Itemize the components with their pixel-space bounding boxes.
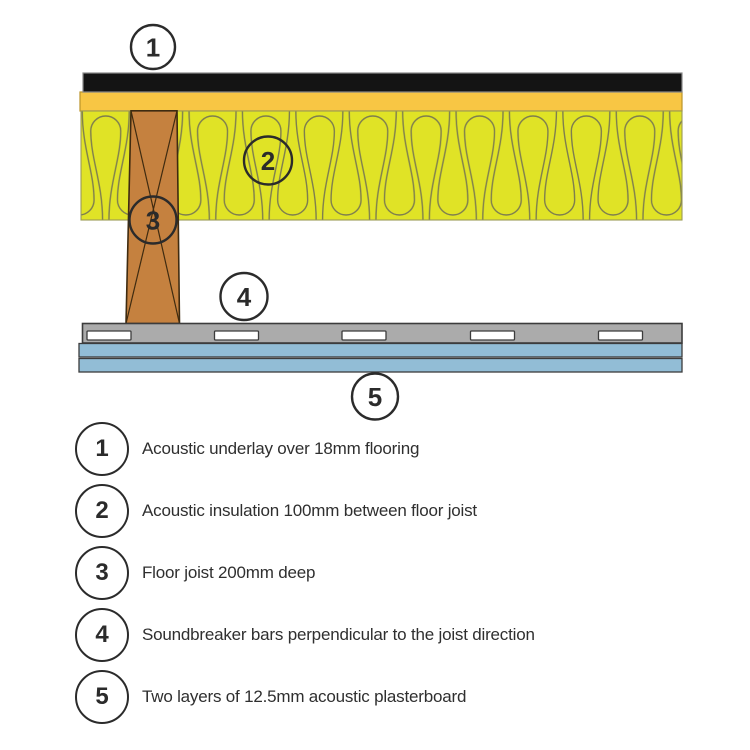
legend-label-4: Soundbreaker bars perpendicular to the j… — [142, 625, 535, 644]
legend-circle-3: 3 — [75, 546, 129, 600]
callout-3-marker — [128, 195, 178, 245]
legend-circle-1: 1 — [75, 422, 129, 476]
plasterboard-layer-1 — [78, 342, 683, 358]
legend-label-2: Acoustic insulation 100mm between floor … — [142, 501, 477, 520]
slot-5 — [597, 330, 644, 341]
diagram-svg: 1 2 3 4 5 — [78, 23, 683, 421]
legend-circle-4: 4 — [75, 608, 129, 662]
legend-row-4: 4 Soundbreaker bars perpendicular to the… — [75, 608, 535, 662]
slot-1 — [86, 330, 132, 341]
legend-circle-5: 5 — [75, 670, 129, 724]
legend-label-3: Floor joist 200mm deep — [142, 563, 316, 582]
legend-label-5: Two layers of 12.5mm acoustic plasterboa… — [142, 687, 467, 706]
callout-1-marker — [129, 23, 177, 71]
slot-2 — [213, 330, 260, 341]
callout-2-number: 2 — [261, 146, 275, 176]
soundbreaker-slots — [86, 330, 644, 341]
callout-1-number: 1 — [146, 33, 160, 63]
acoustic-underlay-layer — [82, 72, 683, 93]
joist-cross-line-2 — [125, 110, 178, 324]
floor-construction-diagram: 1 2 3 4 5 — [78, 23, 683, 421]
callout-4-marker — [219, 271, 269, 322]
insulation-pattern-overlay — [81, 111, 682, 220]
legend-row-1: 1 Acoustic underlay over 18mm flooring — [75, 422, 419, 476]
joist-cross-line-1 — [130, 110, 181, 324]
legend-circle-2: 2 — [75, 484, 129, 538]
legend-row-5: 5 Two layers of 12.5mm acoustic plasterb… — [75, 670, 466, 724]
slot-4 — [469, 330, 516, 341]
legend-row-2: 2 Acoustic insulation 100mm between floo… — [75, 484, 477, 538]
legend-row-3: 3 Floor joist 200mm deep — [75, 546, 315, 600]
callout-4-number: 4 — [237, 282, 252, 312]
callout-2-marker — [242, 135, 294, 186]
callout-5-number: 5 — [368, 382, 382, 412]
callout-5-marker — [350, 372, 400, 421]
callout-3-number: 3 — [146, 206, 160, 236]
legend-label-1: Acoustic underlay over 18mm flooring — [142, 439, 420, 458]
plasterboard-layer-2 — [78, 357, 683, 373]
slot-3 — [341, 330, 387, 341]
